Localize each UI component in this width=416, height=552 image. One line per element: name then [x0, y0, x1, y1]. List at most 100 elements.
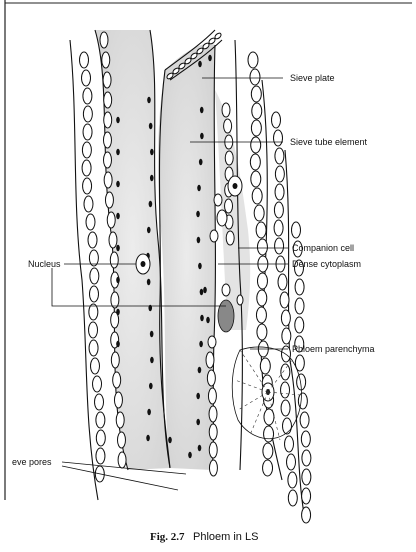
oval-cell — [209, 406, 217, 422]
pore-dot — [150, 149, 154, 155]
oval-cell — [275, 148, 284, 164]
oval-cell — [80, 52, 89, 68]
oval-cell — [302, 488, 311, 504]
oval-cell — [209, 460, 217, 476]
pore-dot — [116, 149, 120, 155]
pore-dot — [199, 341, 203, 347]
pore-dot — [146, 435, 150, 441]
oval-cell — [102, 52, 110, 68]
oval-cell — [281, 382, 290, 398]
pore-dot — [149, 201, 153, 207]
pore-dot — [116, 117, 120, 123]
pore-dot — [200, 315, 204, 321]
oval-cell — [251, 137, 261, 153]
oval-cell — [84, 196, 93, 212]
pore-dot — [149, 123, 153, 129]
oval-cell — [275, 238, 284, 254]
oval-cell — [207, 370, 215, 386]
oval-cell — [206, 352, 214, 368]
oval-cell — [300, 412, 309, 428]
oval-cell — [251, 171, 261, 187]
oval-cell — [95, 394, 104, 410]
oval-cell — [251, 86, 261, 102]
oval-cell — [103, 132, 111, 148]
oval-cell — [107, 212, 115, 228]
oval-cell — [274, 202, 283, 218]
oval-cell — [285, 436, 294, 452]
oval-cell — [275, 184, 284, 200]
pore-dot — [150, 357, 154, 363]
oval-cell — [275, 166, 284, 182]
oval-cell — [209, 442, 217, 458]
label-sieve-plate: Sieve plate — [290, 73, 335, 83]
pore-dot — [147, 97, 151, 103]
oval-cell — [83, 124, 92, 140]
oval-cell — [209, 424, 217, 440]
oval-cell — [256, 307, 266, 323]
oval-cell — [298, 393, 307, 409]
oval-cell — [302, 469, 311, 485]
pore-dot — [197, 237, 201, 243]
oval-cell — [248, 52, 258, 68]
oval-cell — [301, 431, 310, 447]
oval-cell — [103, 152, 111, 168]
oval-cell — [83, 106, 92, 122]
oval-cell — [264, 409, 274, 425]
oval-cell — [256, 222, 266, 238]
oval-cell — [96, 430, 105, 446]
pore-dot — [203, 287, 207, 293]
pore-dot — [116, 309, 120, 315]
label-companion-cell: Companion cell — [292, 243, 354, 253]
oval-cell — [252, 103, 262, 119]
pore-dot — [168, 437, 172, 443]
oval-cell — [288, 472, 297, 488]
left-nucleus-inner — [141, 261, 146, 267]
oval-cell — [280, 292, 289, 308]
sieve-tube-main-shade — [158, 44, 215, 470]
oval-cell — [281, 310, 290, 326]
oval-cell — [250, 154, 260, 170]
pore-dot — [150, 175, 154, 181]
oval-cell — [86, 214, 95, 230]
oval-cell — [217, 210, 227, 226]
oval-cell — [287, 454, 296, 470]
oval-cell — [250, 69, 260, 85]
pore-dot — [147, 227, 151, 233]
pore-dot — [116, 181, 120, 187]
oval-cell — [226, 231, 234, 245]
pore-dot — [198, 445, 202, 451]
leader-sieve-pores-b — [62, 466, 178, 490]
oval-cell — [222, 284, 230, 296]
oval-cell — [224, 119, 232, 133]
pore-dot — [196, 393, 200, 399]
pore-dot — [199, 159, 203, 165]
oval-cell — [90, 268, 99, 284]
pore-dot — [116, 341, 120, 347]
oval-cell — [111, 352, 119, 368]
pore-dot — [149, 383, 153, 389]
oval-cell — [254, 205, 264, 221]
oval-cell — [208, 388, 216, 404]
oval-cell — [225, 199, 233, 213]
oval-cell — [83, 88, 92, 104]
label-sieve-tube-element: Sieve tube element — [290, 137, 368, 147]
oval-cell — [257, 290, 267, 306]
oval-cell — [251, 120, 261, 136]
pore-dot — [198, 367, 202, 373]
oval-cell — [282, 328, 291, 344]
pore-dot — [196, 419, 200, 425]
oval-cell — [214, 32, 222, 40]
pore-dot — [196, 211, 200, 217]
pore-dot — [188, 452, 192, 458]
oval-cell — [116, 412, 124, 428]
label-phloem-parenchyma: Phloem parenchyma — [292, 344, 375, 354]
oval-cell — [109, 232, 117, 248]
pore-dot — [208, 55, 212, 61]
oval-cell — [257, 324, 267, 340]
oval-cell — [88, 232, 97, 248]
pore-dot — [200, 133, 204, 139]
oval-cell — [257, 273, 267, 289]
oval-cell — [103, 72, 111, 88]
pore-dot — [198, 61, 202, 67]
